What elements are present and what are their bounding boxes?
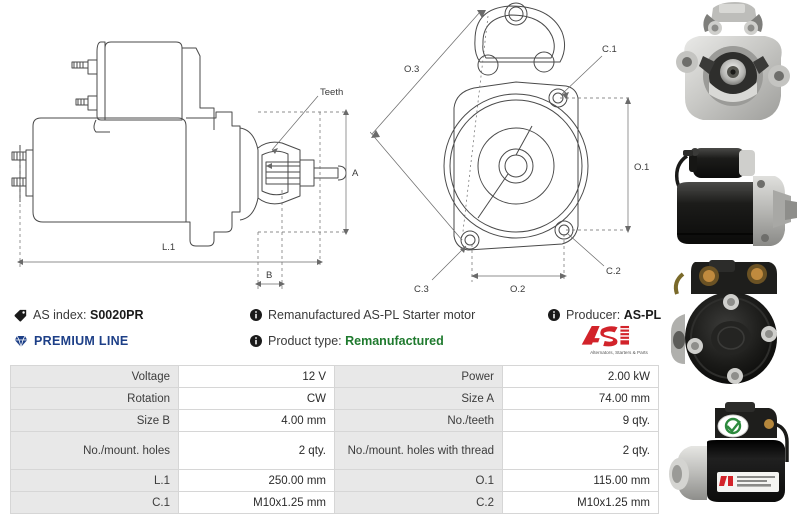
product-photo-solenoid[interactable] bbox=[665, 260, 800, 390]
product-photo-labeled[interactable] bbox=[665, 390, 800, 520]
spec-label: Power bbox=[334, 365, 503, 388]
premium-line-badge: PREMIUM LINE bbox=[14, 330, 129, 352]
as-index-label: AS index: bbox=[33, 308, 87, 322]
spec-label: No./mount. holes with thread bbox=[334, 431, 503, 470]
info-icon bbox=[548, 309, 560, 321]
logo-tagline: Alternators, Starters & Parts bbox=[590, 350, 648, 355]
spec-value: 2 qty. bbox=[178, 431, 335, 470]
spec-label: No./mount. holes bbox=[10, 431, 179, 470]
product-photo-gallery bbox=[665, 0, 800, 523]
product-type-value: Remanufactured bbox=[345, 334, 444, 348]
technical-drawings: Teeth A L.1 B bbox=[0, 0, 665, 296]
spec-value: M10x1.25 mm bbox=[178, 491, 335, 514]
spec-value: CW bbox=[178, 387, 335, 410]
product-type-label: Product type: bbox=[268, 334, 342, 348]
spec-label: Rotation bbox=[10, 387, 179, 410]
spec-value: 9 qty. bbox=[502, 409, 659, 432]
info-icon bbox=[250, 335, 262, 347]
specification-table: Voltage 12 V Power 2.00 kW Rotation CW S… bbox=[10, 365, 659, 514]
spec-label: C.2 bbox=[334, 491, 503, 514]
label-a: A bbox=[352, 168, 359, 179]
table-row: Rotation CW Size A 74.00 mm bbox=[10, 387, 659, 410]
spec-value: 74.00 mm bbox=[502, 387, 659, 410]
spec-value: 250.00 mm bbox=[178, 469, 335, 492]
spec-value: 2 qty. bbox=[502, 431, 659, 470]
spec-label: No./teeth bbox=[334, 409, 503, 432]
as-index-row: AS index: S0020PR bbox=[14, 304, 144, 326]
label-l1: L.1 bbox=[162, 242, 175, 253]
spec-value: 12 V bbox=[178, 365, 335, 388]
table-row: Voltage 12 V Power 2.00 kW bbox=[10, 365, 659, 388]
producer-value: AS-PL bbox=[623, 308, 662, 322]
side-view-drawing: Teeth A L.1 B bbox=[0, 0, 370, 296]
spec-label: Size B bbox=[10, 409, 179, 432]
spec-value: 115.00 mm bbox=[502, 469, 659, 492]
label-o3: O.3 bbox=[404, 64, 419, 75]
product-description-row: Remanufactured AS-PL Starter motor bbox=[250, 304, 475, 326]
product-type-row: Product type: Remanufactured bbox=[250, 330, 444, 352]
aspl-brand-logo: Alternators, Starters & Parts bbox=[576, 324, 662, 358]
product-info-bar: AS index: S0020PR PREMIUM LINE Remanufac… bbox=[0, 300, 665, 362]
spec-table-body: Voltage 12 V Power 2.00 kW Rotation CW S… bbox=[10, 365, 659, 514]
spec-value: 4.00 mm bbox=[178, 409, 335, 432]
label-teeth: Teeth bbox=[320, 87, 343, 98]
premium-line-label: PREMIUM LINE bbox=[34, 334, 129, 348]
front-view-drawing: O.3 C.1 O.1 C.2 C.3 O.2 bbox=[370, 0, 665, 296]
product-photo-front[interactable] bbox=[665, 0, 800, 130]
table-row: No./mount. holes 2 qty. No./mount. holes… bbox=[10, 431, 659, 470]
as-index-value: S0020PR bbox=[90, 308, 144, 322]
label-c2: C.2 bbox=[606, 266, 621, 277]
product-photo-side[interactable] bbox=[665, 130, 800, 260]
producer-label: Producer: bbox=[566, 308, 621, 322]
table-row: Size B 4.00 mm No./teeth 9 qty. bbox=[10, 409, 659, 432]
table-row: C.1 M10x1.25 mm C.2 M10x1.25 mm bbox=[10, 491, 659, 514]
spec-value: M10x1.25 mm bbox=[502, 491, 659, 514]
spec-label: L.1 bbox=[10, 469, 179, 492]
spec-label: Size A bbox=[334, 387, 503, 410]
spec-value: 2.00 kW bbox=[502, 365, 659, 388]
tag-icon bbox=[14, 309, 27, 322]
spec-label: O.1 bbox=[334, 469, 503, 492]
info-icon bbox=[250, 309, 262, 321]
label-o1: O.1 bbox=[634, 162, 649, 173]
table-row: L.1 250.00 mm O.1 115.00 mm bbox=[10, 469, 659, 492]
spec-label: Voltage bbox=[10, 365, 179, 388]
producer-row: Producer: AS-PL bbox=[548, 304, 661, 326]
label-o2: O.2 bbox=[510, 284, 525, 295]
label-c1: C.1 bbox=[602, 44, 617, 55]
label-b: B bbox=[266, 270, 272, 281]
diamond-icon bbox=[14, 335, 28, 348]
product-description: Remanufactured AS-PL Starter motor bbox=[268, 308, 476, 322]
label-c3: C.3 bbox=[414, 284, 429, 295]
spec-label: C.1 bbox=[10, 491, 179, 514]
